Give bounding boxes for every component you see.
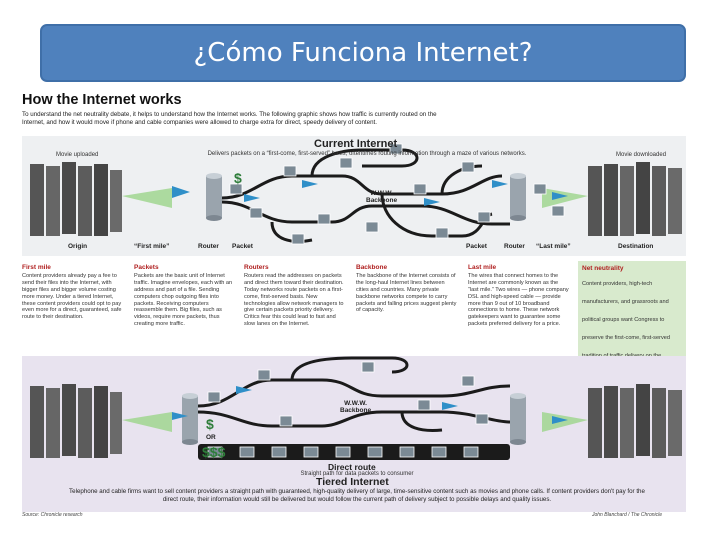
first-mile-column: First mile Content providers already pay… bbox=[22, 264, 124, 321]
source-credit: Source: Chronicle research bbox=[22, 512, 83, 518]
origin-label: Origin bbox=[68, 243, 88, 250]
last-mile-label: “Last mile” bbox=[536, 243, 571, 250]
current-internet-panel: Current Internet Delivers packets on a “… bbox=[22, 136, 686, 256]
tiered-router-right-icon bbox=[510, 393, 526, 445]
router-right-icon bbox=[510, 173, 526, 221]
router-left-label: Router bbox=[198, 243, 219, 250]
tiered-first-mile-beam-icon bbox=[122, 412, 172, 432]
backbone-label-line-2: Backbone bbox=[366, 197, 398, 204]
last-mile-text: The wires that connect homes to the Inte… bbox=[468, 272, 569, 328]
backbone-heading: Backbone bbox=[356, 264, 388, 271]
slide-title-bar: ¿Cómo Funciona Internet? bbox=[40, 24, 686, 82]
routers-text: Routers read the addresses on packets an… bbox=[244, 272, 344, 328]
or-label: OR bbox=[206, 434, 216, 441]
current-internet-sub: Delivers packets on a “first-come, first… bbox=[207, 151, 527, 157]
explanation-columns: First mile Content providers already pay… bbox=[22, 259, 686, 467]
tiered-internet-panel: W.W.W. Backbone $ OR $$$ Direct route St… bbox=[22, 356, 686, 512]
router-left-icon bbox=[206, 173, 222, 221]
net-neutrality-box: Net neutrality Content providers, high-t… bbox=[578, 261, 686, 467]
direct-route-sub: Straight path for data packets to consum… bbox=[300, 471, 414, 477]
tiered-internet-heading: Tiered Internet bbox=[316, 476, 389, 488]
tiered-backbone-line-1: W.W.W. bbox=[344, 400, 367, 407]
first-mile-text: Content providers already pay a fee to s… bbox=[22, 272, 122, 321]
tiered-packet-thumbnails-icon bbox=[207, 361, 489, 427]
routers-heading: Routers bbox=[244, 264, 269, 271]
tiered-internet-text: Telephone and cable firms want to sell c… bbox=[69, 488, 645, 503]
dollar-sign-current: $ bbox=[234, 170, 242, 186]
current-internet-heading: Current Internet bbox=[314, 138, 398, 150]
tiered-movie-frames-left-icon bbox=[30, 384, 122, 458]
traffic-arrows-icon bbox=[172, 180, 568, 206]
packet-thumbnails-icon bbox=[229, 143, 565, 245]
tiered-last-mile-beam-icon bbox=[542, 412, 588, 432]
net-neutrality-heading: Net neutrality bbox=[582, 265, 624, 272]
graphic-intro: To understand the net neutrality debate,… bbox=[22, 111, 437, 126]
byline-credit: John Blanchard / The Chronicle bbox=[592, 512, 663, 518]
tiered-movie-frames-right-icon bbox=[588, 384, 682, 458]
packet-left-label: Packet bbox=[232, 243, 253, 250]
direct-route-packets-icon bbox=[207, 446, 479, 458]
triple-dollar-sign: $$$ bbox=[202, 444, 226, 460]
tiered-internet-diagram bbox=[30, 356, 682, 460]
dollar-sign-tiered: $ bbox=[206, 416, 214, 432]
movie-uploaded-label: Movie uploaded bbox=[56, 152, 99, 158]
movie-frames-left-icon bbox=[30, 162, 122, 236]
first-mile-beam-icon bbox=[122, 188, 172, 208]
infographic: How the Internet works To understand the… bbox=[20, 92, 688, 520]
destination-label: Destination bbox=[618, 243, 654, 250]
direct-route-heading: Direct route bbox=[328, 462, 376, 472]
packets-text: Packets are the basic unit of Internet t… bbox=[134, 272, 233, 328]
graphic-title: How the Internet works bbox=[22, 92, 182, 108]
backbone-label-tiered: W.W.W. Backbone bbox=[340, 400, 371, 414]
router-right-label: Router bbox=[504, 243, 525, 250]
first-mile-label: “First mile” bbox=[134, 243, 170, 250]
packets-column: Packets Packets are the basic unit of In… bbox=[134, 264, 234, 328]
tiered-router-left-icon bbox=[182, 393, 198, 445]
slide-title: ¿Cómo Funciona Internet? bbox=[193, 38, 533, 68]
last-mile-heading: Last mile bbox=[468, 264, 497, 271]
tiered-backbone-maze-icon bbox=[197, 356, 511, 432]
backbone-label-line-1: W.W.W. bbox=[370, 190, 393, 197]
backbone-column: Backbone The backbone of the Internet co… bbox=[356, 264, 458, 314]
tiered-backbone-line-2: Backbone bbox=[340, 407, 372, 414]
first-mile-heading: First mile bbox=[22, 264, 51, 271]
tiered-traffic-arrows-icon bbox=[172, 386, 568, 424]
movie-downloaded-label: Movie downloaded bbox=[616, 152, 667, 158]
routers-column: Routers Routers read the addresses on pa… bbox=[244, 264, 344, 328]
movie-frames-right-icon bbox=[588, 162, 682, 236]
current-internet-diagram bbox=[30, 143, 682, 245]
backbone-label-current: W.W.W. Backbone bbox=[366, 190, 397, 204]
backbone-text: The backbone of the Internet consists of… bbox=[356, 272, 457, 314]
packet-right-label: Packet bbox=[466, 243, 487, 250]
packets-heading: Packets bbox=[134, 264, 159, 271]
last-mile-beam-icon bbox=[542, 188, 588, 208]
last-mile-column: Last mile The wires that connect homes t… bbox=[468, 264, 570, 328]
